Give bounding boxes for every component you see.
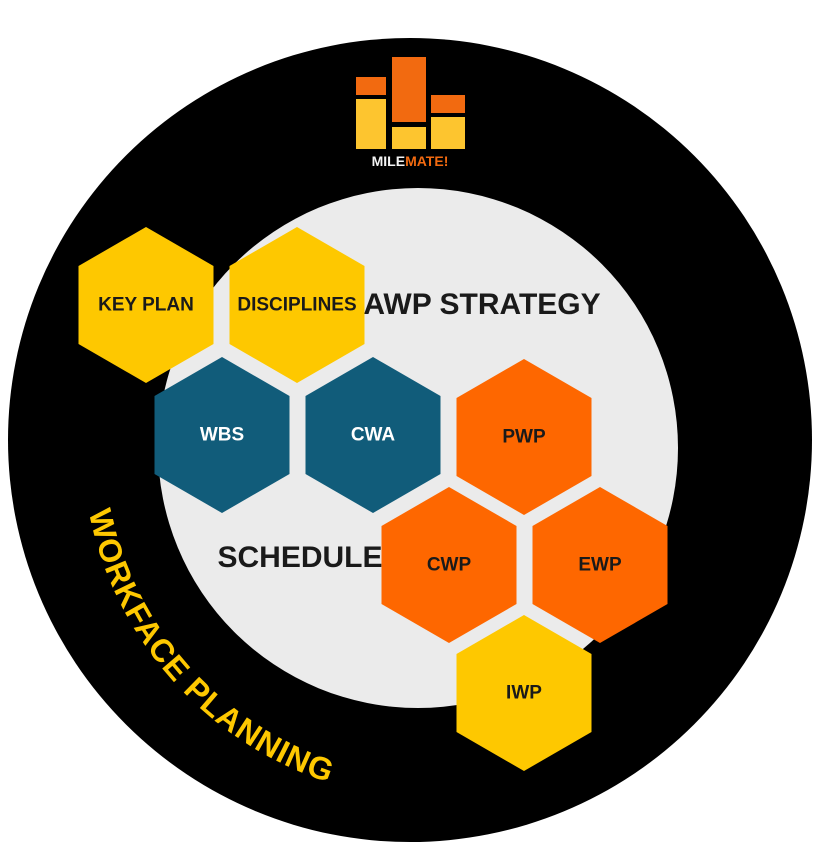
hex-wbs: WBS	[154, 357, 290, 513]
hex-cwp-label: CWP	[427, 555, 472, 576]
hex-cwa-shape	[305, 357, 441, 513]
hex-key-plan: KEY PLAN	[78, 227, 214, 383]
logo-wordmark-part1: MILE	[372, 153, 405, 169]
hex-iwp: IWP	[456, 615, 592, 771]
logo-wordmark: MILEMATE!	[372, 153, 449, 169]
hex-ewp: EWP	[532, 487, 668, 643]
logo-bar-left-top	[356, 77, 386, 95]
hex-key-plan-label: KEY PLAN	[98, 295, 194, 316]
hex-pwp-shape	[456, 359, 592, 515]
hex-wbs-shape	[154, 357, 290, 513]
hex-iwp-shape	[456, 615, 592, 771]
hex-iwp-label: IWP	[506, 683, 542, 704]
hex-ewp-shape	[532, 487, 668, 643]
schedule-label: SCHEDULE	[217, 541, 382, 574]
hex-cwp: CWP	[381, 487, 517, 643]
hex-ewp-label: EWP	[578, 555, 622, 576]
hex-wbs-label: WBS	[200, 425, 244, 446]
logo-bar-center-top	[392, 57, 426, 122]
hex-key-plan-shape	[78, 227, 214, 383]
hex-disciplines-label: DISCIPLINES	[237, 295, 356, 316]
milemate-logo: MILEMATE!	[356, 57, 465, 169]
hex-pwp: PWP	[456, 359, 592, 515]
logo-bar-right-bottom	[431, 117, 465, 149]
hex-cwp-shape	[381, 487, 517, 643]
awp-strategy-title: AWP STRATEGY	[363, 288, 600, 321]
hex-disciplines-shape	[229, 227, 365, 383]
hex-disciplines: DISCIPLINES	[229, 227, 365, 383]
hex-cwa-label: CWA	[351, 425, 396, 446]
logo-wordmark-part2: MATE!	[405, 153, 448, 169]
logo-bar-center-bottom	[392, 127, 426, 149]
logo-bar-right-top	[431, 95, 465, 113]
logo-bar-left-bottom	[356, 99, 386, 149]
hex-cwa: CWA	[305, 357, 441, 513]
hex-pwp-label: PWP	[502, 427, 546, 448]
